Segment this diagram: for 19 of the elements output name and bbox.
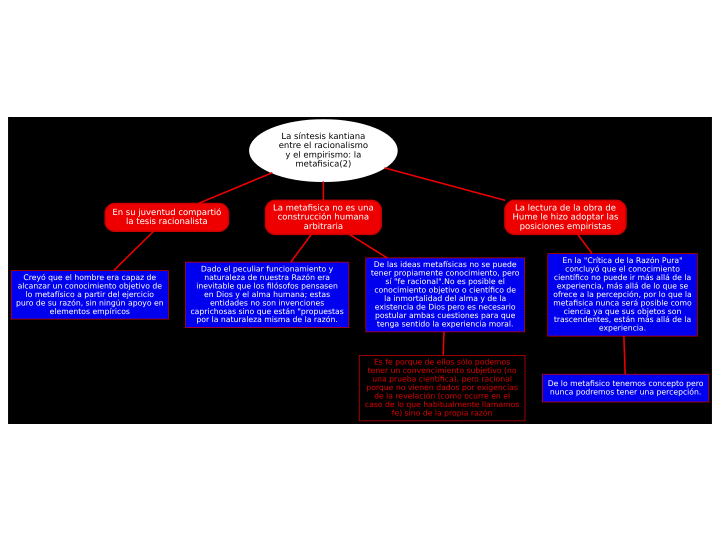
node-box: La lectura de la obra de Hume le hizo adoptar las posiciones empiristas — [504, 199, 627, 235]
node-box: En la "Crítica de la Razón Pura" concluyó que el conocimiento científico no puede ir más allá de la experiencia, más allá de lo que se ofrece a la percepción, por lo que la metafisica nunca será posible como ciencia ya que sus objetos son trascendentes, están más allá de la experiencia. — [547, 252, 698, 336]
node-box: Es fe porque de ellos sólo podemos tener un convencimiento subjetivo (no una prueba científica), pero racional porque no vienen dados por exigencias de la revelación (como ocurre en el caso de lo que habitualmente llamamos fe) sino de la propia razón — [358, 354, 526, 421]
node-box: La metafisica no es una construcción humana arbitraria — [264, 199, 382, 235]
connector — [198, 171, 273, 204]
node-box: De las ideas metafísicas no se puede tener propiamente conocimiento, pero sí "fe racional".No es posible el conocimiento objetivo o científico de la inmortalidad del alma y de la existencia de Dios pero es necesario postular ambas cuestiones para que tenga sentido la experiencia moral. — [365, 256, 525, 332]
connector — [577, 234, 593, 254]
node-ellipse: La síntesis kantiana entre el racionalismo y el empirismo: la metafisica(2) — [249, 118, 398, 182]
node-box: Dado el peculiar funcionamiento y naturaleza de nuestra Razón era inevitable que los filósofos pensasen en Dios y el alma humana; estas entidades no son invenciones caprichosas sino que están "propuestas por la naturaleza misma de la razón. — [185, 261, 350, 328]
connector — [113, 230, 154, 270]
connector — [290, 234, 312, 262]
connector — [442, 331, 445, 355]
node-box: En su juventud compartió la tesis racionalista — [104, 202, 230, 232]
connector — [623, 336, 626, 374]
connector — [322, 180, 324, 200]
connector — [349, 233, 388, 258]
node-box: De lo metafisico tenemos concepto pero nunca podremos tener una percepción. — [542, 373, 710, 402]
connector — [384, 166, 506, 201]
node-box: Creyó que el hombre era capaz de alcanzar un conocimiento objetivo de lo metafísico a partir del ejercicio puro de su razón, sin ningún apoyo en elementos empíricos — [10, 270, 169, 320]
